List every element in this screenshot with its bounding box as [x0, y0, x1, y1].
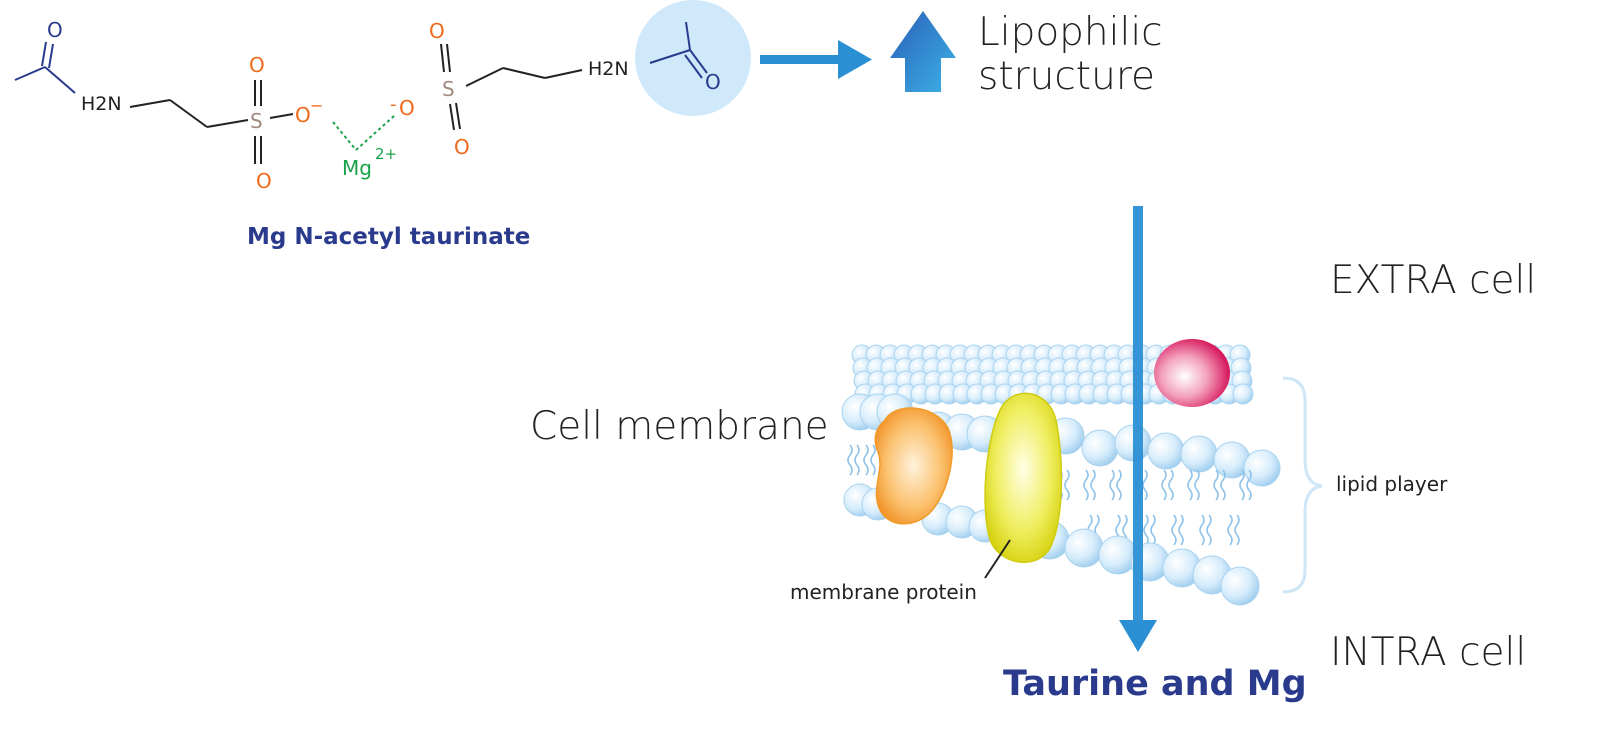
lipid-head [1081, 429, 1119, 467]
minus-sign-left: − [310, 96, 324, 115]
lipid-tail [1227, 514, 1233, 546]
lipid-tail [1220, 469, 1226, 501]
lipid-head [1064, 528, 1104, 568]
atom-o-left-minus: O [295, 103, 311, 127]
minus-sign-right: - [390, 94, 397, 115]
lipid-tail [1194, 469, 1200, 501]
atom-o-carbonyl-left: O [47, 18, 63, 42]
lipid-tail [1116, 469, 1122, 501]
bond [440, 43, 445, 73]
lipid-tail [1187, 469, 1193, 501]
bond [544, 69, 583, 79]
atom-o-right-top: O [429, 19, 445, 43]
membrane-protein-pointer [984, 539, 1011, 579]
cell-membrane-label: Cell membrane [530, 404, 829, 449]
bond [169, 99, 208, 128]
lipid-tail [1171, 514, 1177, 546]
lipid-tail [1161, 469, 1167, 501]
atom-o-right-bottom: O [454, 135, 470, 159]
extra-cell-label: EXTRA cell [1330, 258, 1537, 303]
lipid-tail [870, 444, 876, 476]
lipophilic-highlight-circle [635, 0, 751, 116]
structure-label: structure [978, 54, 1155, 99]
lipid-layer-brace [1282, 376, 1323, 594]
lipid-tail [1199, 514, 1205, 546]
mg-charge: 2+ [375, 145, 398, 163]
lipid-tail [1064, 469, 1070, 501]
orange-membrane-protein [874, 407, 953, 525]
lipophilic-label: Lipophilic [978, 10, 1163, 55]
membrane-protein-label: membrane protein [790, 580, 977, 604]
bond [129, 99, 171, 108]
lipid-head [1147, 432, 1185, 470]
atom-o-carbonyl-right: O [705, 70, 721, 94]
atom-o-left-top: O [249, 53, 265, 77]
ionic-bonds [332, 115, 395, 151]
bond [455, 102, 461, 130]
lipid-tail [1234, 514, 1240, 546]
lipid-tail [1142, 469, 1148, 501]
lipid-tail [1083, 469, 1089, 501]
lipid-tail [854, 444, 860, 476]
result-label: Taurine and Mg [1003, 664, 1307, 704]
lipid-head [1232, 383, 1254, 405]
bond [41, 41, 47, 67]
lipid-tail [1109, 469, 1115, 501]
bond [465, 67, 504, 87]
lipid-tail [1168, 469, 1174, 501]
bond [269, 113, 294, 119]
molecule-name: Mg N-acetyl taurinate [247, 224, 531, 250]
lipid-head [1220, 566, 1260, 606]
atom-mg: Mg [342, 156, 372, 180]
lipid-head [1180, 435, 1218, 473]
lipid-tail [1239, 469, 1245, 501]
cell-membrane [841, 339, 1281, 606]
pink-membrane-protein [1154, 339, 1230, 407]
lipid-tail [847, 444, 853, 476]
yellow-membrane-protein [984, 392, 1063, 563]
atom-h2n-right: H2N [588, 58, 629, 80]
lipid-tail [1178, 514, 1184, 546]
down-arrow [1119, 206, 1157, 652]
bond [449, 103, 455, 131]
lipid-head [1243, 449, 1281, 487]
lipid-layer-label: lipid player [1336, 472, 1448, 496]
lipid-tail [1090, 469, 1096, 501]
atom-o-left-bottom: O [256, 169, 272, 193]
atom-s-left: S [250, 109, 263, 133]
bond [502, 67, 546, 79]
atom-s-right: S [442, 77, 455, 101]
lipid-tail [1206, 514, 1212, 546]
bond [48, 43, 54, 69]
bond [206, 119, 249, 128]
lipid-tail [1246, 469, 1252, 501]
lipid-head [1098, 535, 1138, 575]
lipid-tail [1150, 514, 1156, 546]
atom-o-right-minus: O [399, 96, 415, 120]
bond [446, 43, 451, 73]
lipid-tail [863, 444, 869, 476]
lipid-tail [1213, 469, 1219, 501]
atom-h2n-left: H2N [81, 93, 122, 115]
intra-cell-label: INTRA cell [1330, 630, 1527, 675]
bond [14, 66, 46, 81]
right-arrow [760, 40, 872, 79]
up-arrow-icon [890, 11, 956, 92]
lipid-tail [1143, 514, 1149, 546]
bond [44, 66, 76, 94]
